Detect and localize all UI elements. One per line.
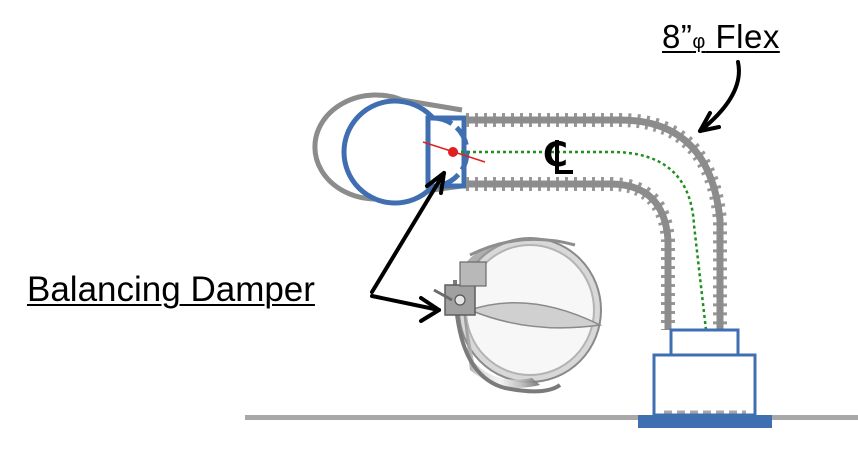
damper-leader-arrow-right (370, 294, 441, 312)
flex-text: Flex (705, 18, 780, 55)
flex-leader-arrow (698, 60, 741, 133)
damper-pivot (448, 147, 458, 157)
balancing-damper-label: Balancing Damper (27, 270, 315, 309)
leader-arrows (370, 60, 741, 323)
ceiling-diffuser (638, 328, 772, 428)
flex-duct-label: 8”φ Flex (662, 18, 780, 56)
damper-leader-arrow-up (370, 171, 446, 294)
round-balancing-damper-illustration (433, 237, 603, 394)
flex-size-text: 8” (662, 18, 693, 55)
centerline-symbol: C (543, 138, 573, 174)
flex-duct (466, 113, 727, 330)
diameter-symbol: φ (692, 31, 706, 53)
ceiling-line (245, 415, 858, 420)
